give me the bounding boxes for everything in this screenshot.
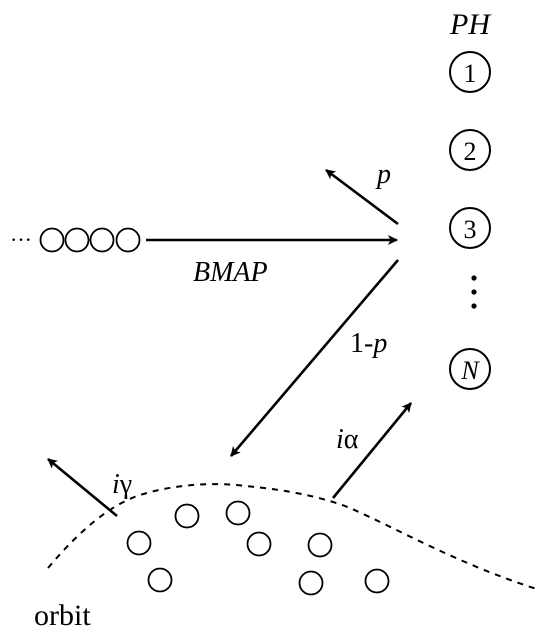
abandon-rate-prefix: i xyxy=(112,469,120,500)
orbit-customer xyxy=(126,530,152,556)
input-queue: ··· xyxy=(10,227,141,253)
p-label: p xyxy=(375,159,391,190)
one-minus-p-prefix: 1- xyxy=(350,328,373,359)
queue-ellipsis: ··· xyxy=(10,227,32,252)
abandon-arrow xyxy=(47,457,118,518)
queue-customer xyxy=(115,227,141,253)
one-minus-p-label: 1-p xyxy=(350,328,387,359)
orbit-customer xyxy=(307,532,333,558)
retrial-rate-symbol: α xyxy=(344,424,359,455)
orbit-customer xyxy=(298,570,324,596)
retrial-rate-label: iα xyxy=(336,424,359,455)
orbit-customer xyxy=(225,500,251,526)
queue-customer xyxy=(39,227,65,253)
queue-customer xyxy=(64,227,90,253)
orbit-customer xyxy=(174,503,200,529)
one-minus-p-var: p xyxy=(371,328,387,359)
queue-customer xyxy=(89,227,115,253)
orbit-label: orbit xyxy=(34,599,91,632)
orbit-customer xyxy=(364,568,390,594)
phase-label-n: N xyxy=(460,356,480,385)
loss-arrow xyxy=(325,168,399,226)
to-orbit-arrow xyxy=(230,259,399,457)
phase-node-2: 2 xyxy=(449,129,491,171)
abandon-rate-label: iγ xyxy=(112,469,132,500)
ph-header: PH xyxy=(449,8,492,41)
phase-label-3: 3 xyxy=(464,215,477,244)
phase-node-n: N xyxy=(449,348,491,390)
retrial-rate-prefix: i xyxy=(336,424,344,455)
abandon-rate-symbol: γ xyxy=(119,469,132,500)
bmap-label: BMAP xyxy=(193,257,268,288)
phase-label-1: 1 xyxy=(464,59,477,88)
orbit-customer xyxy=(147,567,173,593)
orbit-customer xyxy=(246,531,272,557)
phase-vertical-ellipsis xyxy=(471,275,477,309)
orbit-customers xyxy=(126,500,390,596)
phase-node-3: 3 xyxy=(449,207,491,249)
phase-node-1: 1 xyxy=(449,51,491,93)
retrial-arrow xyxy=(331,402,413,499)
phase-label-2: 2 xyxy=(464,137,477,166)
